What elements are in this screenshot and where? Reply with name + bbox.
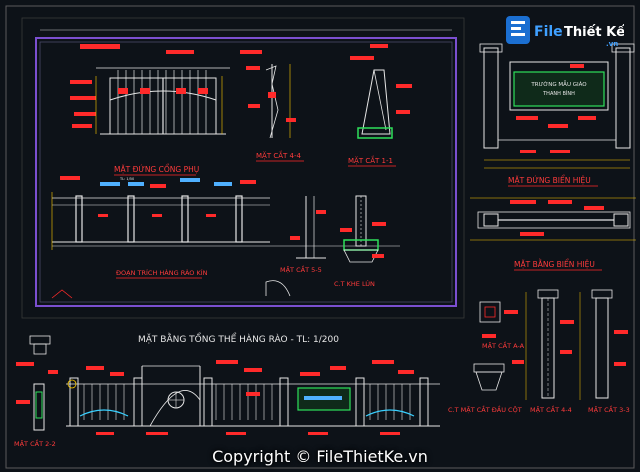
- label-mat-cat-4-4b: MẶT CẮT 4-4: [530, 404, 572, 414]
- label-doan-trich: ĐOẠN TRÍCH HÀNG RÀO KÍN: [116, 268, 208, 277]
- label-mat-bang-bien-hieu: MẶT BẰNG BIỂN HIỆU: [514, 259, 595, 269]
- sign-line-2: THANH BÌNH: [542, 90, 575, 97]
- logo-svg: File Thiết Kế .vn: [506, 16, 624, 48]
- section-5-5: [290, 196, 326, 259]
- fence-elevation: [51, 176, 400, 250]
- sign-elevation: TRƯỜNG MẪU GIÁO THANH BÌNH: [479, 43, 635, 169]
- section-1-1: [350, 56, 412, 139]
- label-mat-dung-bien-hieu: MẶT ĐỨNG BIỂN HIỆU: [508, 175, 591, 185]
- label-mat-cat-2-2: MẶT CẮT 2-2: [14, 438, 56, 448]
- fence-plan-strip: [66, 360, 440, 435]
- label-ct-mat-cat-dau-cot: C.T MẶT CẮT ĐẦU CỘT: [448, 404, 522, 414]
- label-mat-bang-tong-the: MẶT BẰNG TỔNG THỂ HÀNG RÀO - TL: 1/200: [138, 332, 339, 345]
- section-4-4: [246, 64, 296, 139]
- sign-line-1: TRƯỜNG MẪU GIÁO: [530, 80, 587, 88]
- main-frame-outer: [21, 17, 465, 319]
- label-mat-cat-a-a: MẶT CẮT A-A: [482, 340, 525, 350]
- label-mat-cat-4-4: MẶT CẮT 4-4: [256, 150, 301, 160]
- outer-border: [5, 5, 635, 469]
- main-frame-inner: [39, 41, 453, 303]
- gate-elevation: [70, 67, 230, 135]
- copyright-watermark: Copyright © FileThietKe.vn: [212, 447, 428, 466]
- settlement-joint-detail: [340, 195, 386, 263]
- filethietke-logo: File Thiết Kế .vn: [506, 10, 624, 50]
- label-mat-cat-5-5: MẶT CẮT 5-5: [280, 264, 322, 274]
- section-2-2: [16, 335, 58, 431]
- logo-name: Thiết Kế: [564, 25, 624, 40]
- logo-brand: File: [534, 24, 563, 40]
- label-ct-khe-lun: C.T KHE LÚN: [334, 279, 375, 288]
- label-mat-cat-1-1: MẶT CẮT 1-1: [348, 155, 393, 165]
- logo-tld: .vn: [606, 40, 618, 48]
- main-frame: [35, 37, 457, 307]
- scale-note: TL: 1/50: [119, 177, 134, 181]
- column-details: [473, 289, 628, 400]
- sign-plan: [470, 197, 636, 241]
- label-mat-dung-cong-phu: MẶT ĐỨNG CỔNG PHỤ: [114, 164, 199, 174]
- label-mat-cat-3-3: MẶT CẮT 3-3: [588, 404, 630, 414]
